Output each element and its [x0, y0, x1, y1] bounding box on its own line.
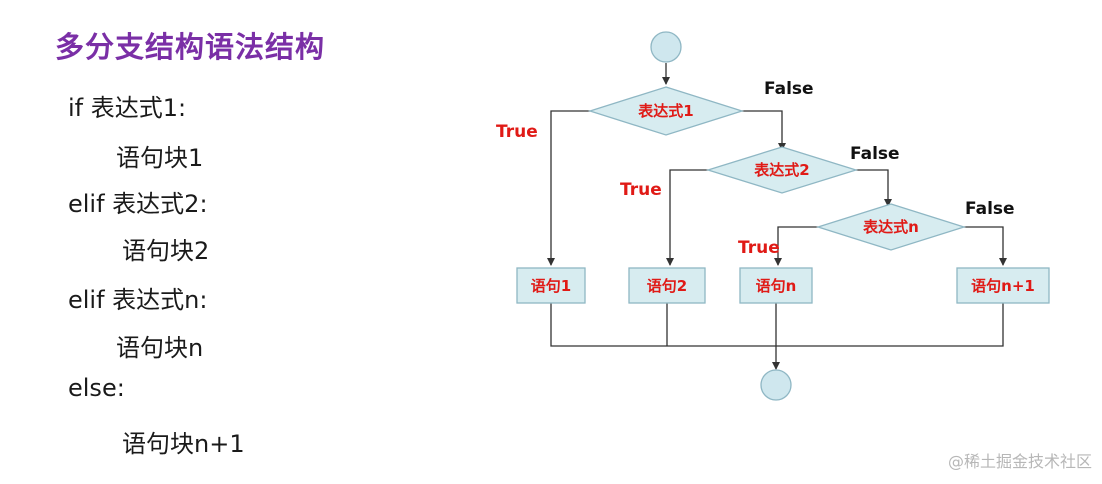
start-node [650, 31, 682, 63]
code-line-blockn1: 语句块n+1 [122, 430, 245, 458]
true-arrow-2 [666, 169, 708, 266]
statement-2 [628, 267, 706, 304]
statement-1-label: 语句1 [531, 277, 571, 295]
true-label-2: True [620, 180, 662, 200]
code-line-else: else: [68, 374, 125, 402]
statement-2-label: 语句2 [647, 277, 687, 295]
decision-n-label: 表达式n [863, 218, 919, 236]
false-arrow-1 [742, 110, 786, 151]
code-line-elif2: elif 表达式2: [68, 190, 208, 218]
statement-1 [516, 267, 586, 304]
decision-1 [587, 86, 745, 136]
connectors [547, 63, 1007, 370]
true-arrow-n [774, 226, 818, 266]
true-label-n: True [738, 238, 780, 258]
statement-n-label: 语句n [756, 277, 797, 295]
false-arrow-2 [856, 169, 892, 207]
false-label-n: False [965, 199, 1015, 219]
statement-n1-label: 语句n+1 [971, 277, 1035, 295]
code-line-block2: 语句块2 [122, 237, 210, 265]
false-label-1: False [764, 79, 814, 99]
decision-2 [705, 146, 859, 194]
true-label-1: True [496, 122, 538, 142]
statement-n1 [956, 267, 1050, 304]
true-arrow-1 [547, 110, 590, 266]
page-title: 多分支结构语法结构 [55, 30, 326, 64]
decision-n [815, 203, 967, 251]
statement-n [739, 267, 813, 304]
decision-1-label: 表达式1 [638, 102, 693, 120]
false-label-2: False [850, 144, 900, 164]
end-node [760, 369, 792, 401]
code-line-if: if 表达式1: [68, 94, 187, 122]
decision-2-label: 表达式2 [754, 161, 809, 179]
merge-line [550, 303, 1004, 347]
code-line-blockn: 语句块n [116, 334, 204, 362]
code-line-block1: 语句块1 [116, 144, 204, 172]
watermark: @稀土掘金技术社区 [947, 452, 1092, 471]
false-arrow-n [964, 226, 1007, 266]
code-line-elifn: elif 表达式n: [68, 286, 208, 314]
